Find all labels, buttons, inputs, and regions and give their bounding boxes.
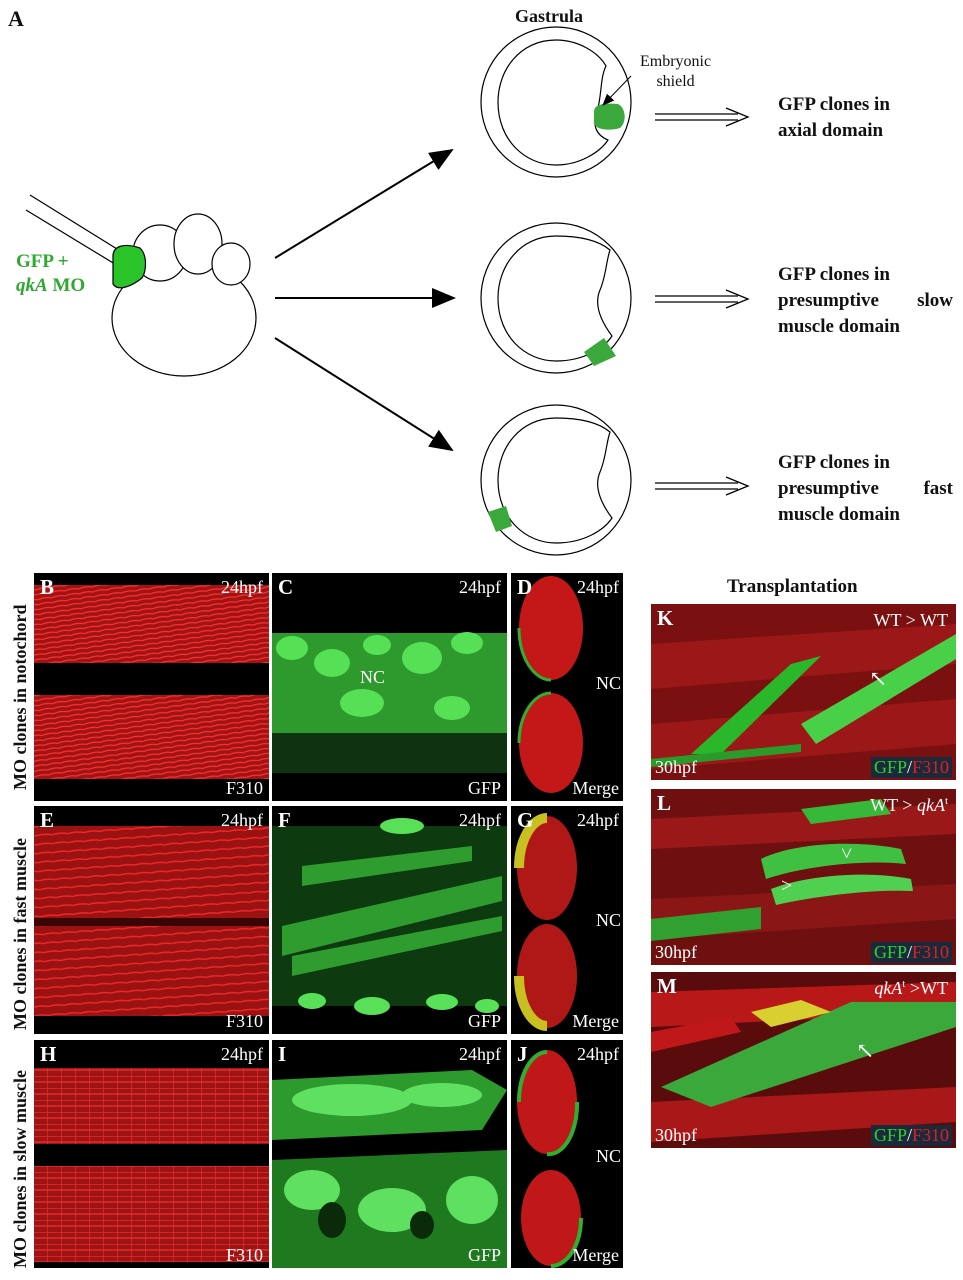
time-label: 30hpf [655,942,697,962]
panel-letter: C [278,575,294,599]
condition-label: qkAt >WT [874,978,948,998]
embryo-drawing [25,194,257,377]
panel-letter: G [517,808,534,832]
transplantation-title: Transplantation [727,576,858,597]
panel-c: C 24hpf NC GFP [272,573,507,801]
panel-letter: M [657,974,677,998]
time-label: 24hpf [459,1044,501,1064]
panel-f: F 24hpf GFP [272,806,507,1034]
schematic-diagram [25,26,750,556]
shield-label: Embryonic shield [640,53,712,90]
row-label-fast-muscle: MO clones in fast muscle [10,838,30,1030]
condition-label: WT > WT [873,610,948,630]
row-label-slow-muscle: MO clones in slow muscle [10,1070,30,1268]
gastrula-fast [480,404,632,556]
arrow-indicator: ↖ [869,666,888,691]
panel-letter: J [517,1042,528,1066]
time-label: 24hpf [577,1044,619,1064]
nc-annotation: NC [595,1146,621,1166]
gastrula-title: Gastrula [515,6,584,26]
panel-letter: F [278,808,291,832]
gastrula-slow [480,222,632,374]
time-label: 30hpf [655,757,697,777]
panel-letter-a: A [8,6,24,31]
stain-label: F310 [225,1011,263,1031]
outcome-axial: GFP clones in axial domain [778,94,890,141]
panel-letter: K [657,606,674,630]
injected-cell [112,244,147,289]
panel-letter: D [517,575,533,599]
time-label: 24hpf [577,577,619,597]
stain-label: GFP [467,1245,501,1265]
panel-i: I 24hpf GFP [272,1040,507,1268]
nc-annotation: NC [360,667,386,687]
panel-j: J 24hpf NC Merge [511,1040,623,1268]
panel-d: D 24hpf NC Merge [511,573,623,801]
time-label: 24hpf [221,810,263,830]
panel-g: G 24hpf NC Merge [511,806,623,1034]
time-label: 24hpf [459,577,501,597]
panel-b: B 24hpf F310 [34,573,269,801]
panel-e: E 24hpf F310 [34,806,269,1034]
panel-k: K WT > WT ↖ 30hpf GFP/F310 [651,604,956,780]
gastrula-axial [480,26,632,178]
arrow-indicator: ↖ [856,1038,875,1063]
arrow-to-fast [274,337,454,452]
stain-label: GFP [467,1011,501,1031]
stain-label: GFP/F310 [870,757,952,778]
stain-label: GFP/F310 [870,942,952,963]
panel-letter: L [657,791,672,815]
time-label: 24hpf [577,810,619,830]
time-label: 24hpf [459,810,501,830]
time-label: 24hpf [221,577,263,597]
panel-letter: B [40,575,55,599]
condition-label: WT > qkAt [870,795,948,815]
double-arrow-2 [655,289,750,309]
panel-letter: H [40,1042,57,1066]
panel-m: M qkAt >WT ↖ 30hpf GFP/F310 [651,972,956,1148]
nc-annotation: NC [595,910,621,930]
panel-letter: E [40,808,55,832]
stain-label: GFP/F310 [870,1125,952,1146]
nc-annotation: NC [595,673,621,693]
panel-h: H 24hpf F310 [34,1040,269,1268]
panel-l: L WT > qkAt ˅ ˃ 30hpf GFP/F310 [651,789,956,965]
time-label: 30hpf [655,1125,697,1145]
stain-label: F310 [225,1245,263,1265]
stain-label: Merge [572,778,619,798]
arrow-to-axial [274,148,454,259]
time-label: 24hpf [221,1044,263,1064]
stain-label: Merge [572,1011,619,1031]
arrowhead-indicator: ˅ [841,843,853,865]
stain-label: GFP [467,778,501,798]
injection-label: GFP + qkA MO [16,251,86,296]
double-arrow-1 [655,107,750,127]
stain-label: Merge [572,1245,619,1265]
row-label-notochord: MO clones in notochord [10,604,30,790]
arrowhead-indicator: ˃ [781,875,793,897]
double-arrow-3 [655,476,750,496]
panel-letter: I [278,1042,287,1066]
stain-label: F310 [225,778,263,798]
